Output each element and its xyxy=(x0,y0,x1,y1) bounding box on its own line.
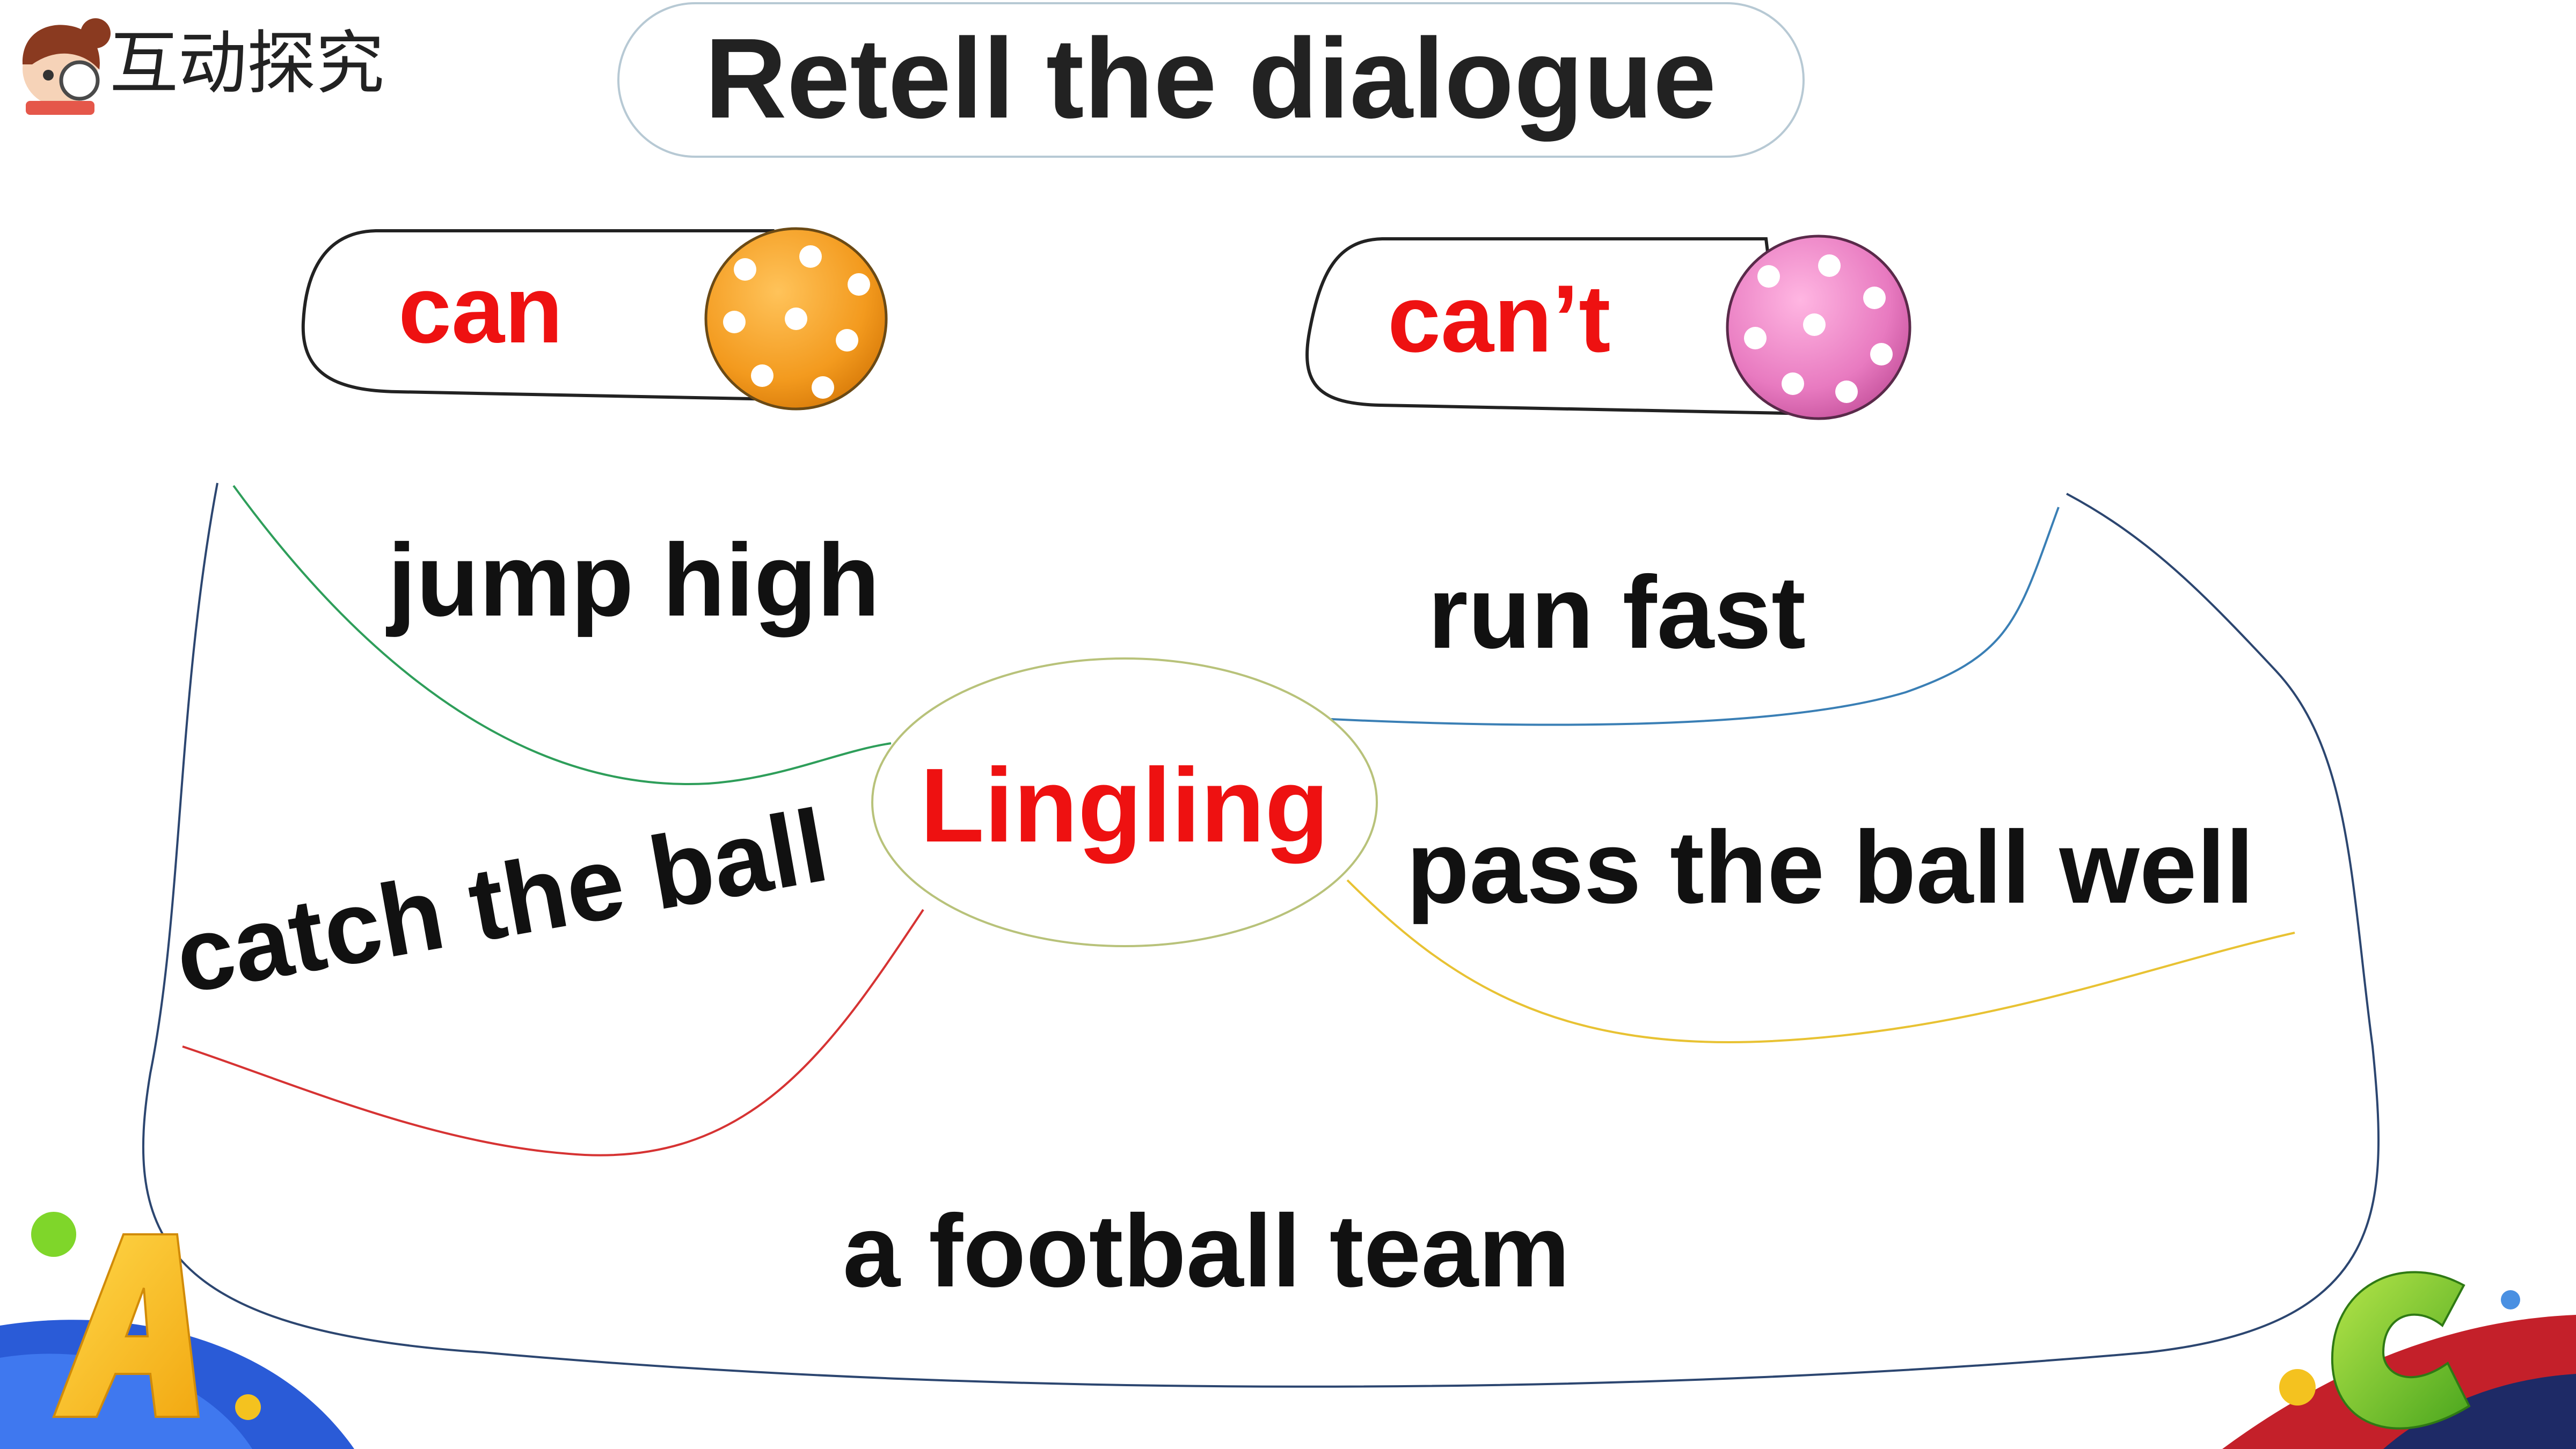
letter-c-icon xyxy=(2331,1271,2471,1430)
branch-run-fast xyxy=(1331,507,2060,726)
pink-ball-dots xyxy=(1744,254,1893,403)
cant-pill xyxy=(1305,237,1790,415)
branch-jump-high xyxy=(232,485,892,785)
yellow-dot-right-decoration xyxy=(2279,1369,2316,1406)
corner-wave-left-inner xyxy=(0,1353,252,1449)
phrase-jump-high: jump high xyxy=(388,522,880,638)
girl-with-magnifier-icon xyxy=(22,18,111,115)
title-frame xyxy=(617,2,1805,158)
phrase-run-fast: run fast xyxy=(1428,554,1806,670)
can-pill xyxy=(301,229,807,402)
green-dot-decoration xyxy=(31,1212,76,1257)
orange-ball-dots xyxy=(723,245,870,399)
branch-pass-the-ball-well xyxy=(1346,879,2295,1044)
yellow-dot-decoration xyxy=(235,1394,261,1420)
center-oval xyxy=(871,657,1378,947)
outer-outline xyxy=(142,482,2380,1388)
center-name: Lingling xyxy=(920,746,1329,864)
letter-a-icon xyxy=(52,1233,200,1418)
cant-label: can’t xyxy=(1388,265,1611,372)
blue-dot-decoration xyxy=(2501,1290,2520,1309)
can-label: can xyxy=(398,256,563,363)
branch-catch-the-ball xyxy=(182,909,924,1157)
phrase-pass-the-ball-well: pass the ball well xyxy=(1406,809,2254,925)
section-label: 互动探究 xyxy=(110,24,385,104)
slide-title: Retell the dialogue xyxy=(704,14,1717,142)
corner-wave-right-inner xyxy=(2383,1374,2576,1449)
phrase-a-football-team: a football team xyxy=(843,1193,1570,1308)
